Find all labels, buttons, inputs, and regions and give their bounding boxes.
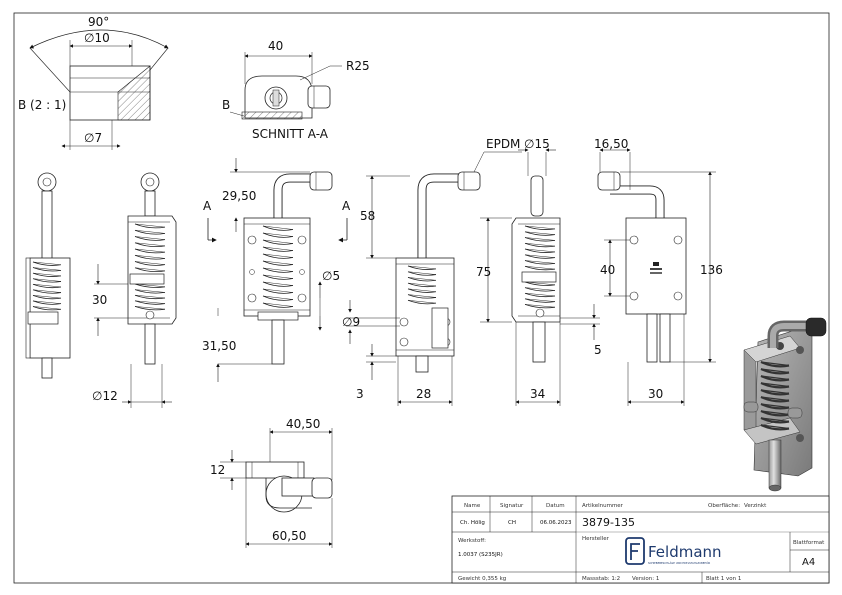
sheet-border xyxy=(13,12,830,584)
tb-blatt: Blatt 1 von 1 xyxy=(706,576,741,582)
front-dim-spring: 30 xyxy=(92,293,107,307)
logo-text: Feldmann xyxy=(648,543,722,561)
back-dim-top: 16,50 xyxy=(594,137,628,151)
section-view: 40 R25 B SCHNITT A-A xyxy=(222,39,370,141)
tb-gewicht: Gewicht 0,355 kg xyxy=(458,576,506,582)
tb-blattformat-value: A4 xyxy=(802,557,815,568)
tb-blattformat-label: Blattformat xyxy=(793,540,825,546)
detail-b-label: B (2 : 1) xyxy=(18,98,66,112)
front-view-b: A A 29,50 31,50 ∅5 xyxy=(202,158,351,382)
side-dim-offset: 3 xyxy=(356,387,364,401)
tb-oberflaeche-value: Verzinkt xyxy=(744,503,767,509)
side2-dim-dia: ∅15 xyxy=(524,137,550,151)
side-view-b: ∅15 75 34 5 xyxy=(476,137,602,406)
detail-b-dia-bottom: ∅7 xyxy=(84,131,102,145)
front-view-a: 30 ∅12 xyxy=(92,172,177,408)
back-view: 16,50 40 136 30 xyxy=(594,137,723,406)
tb-header-datum: Datum xyxy=(546,503,565,509)
section-radius: R25 xyxy=(346,59,370,73)
tb-row-name: Ch. Hölig xyxy=(460,520,485,526)
side-dim-width: 28 xyxy=(416,387,431,401)
bottom-view: 40,50 12 60,50 xyxy=(210,417,333,548)
tb-hersteller-label: Hersteller xyxy=(582,536,610,542)
section-label: SCHNITT A-A xyxy=(252,127,329,141)
detail-b-dia-top: ∅10 xyxy=(84,31,110,45)
iso-view xyxy=(743,317,827,492)
front-dim-top: 29,50 xyxy=(222,189,256,203)
section-mark-left: A xyxy=(203,199,212,213)
front-dim-bottom: 31,50 xyxy=(202,339,236,353)
title-block: Name Signatur Datum Artikelnummer Oberfl… xyxy=(451,495,830,584)
side-dim-hole: ∅9 xyxy=(342,315,360,329)
spring-coil-b xyxy=(262,225,294,308)
tb-row-datum: 06.06.2023 xyxy=(540,520,572,526)
feldmann-logo: Feldmann SCHIEBEBESCHLÄGE UND EDELSTAHLZ… xyxy=(625,537,722,565)
tb-header-artikelnummer: Artikelnummer xyxy=(582,503,624,509)
section-marker: B xyxy=(222,98,230,112)
side2-dim-offset: 5 xyxy=(594,343,602,357)
side2-dim-width: 34 xyxy=(530,387,545,401)
front-dim-dia-side: ∅5 xyxy=(322,269,340,283)
section-mark-right: A xyxy=(342,199,351,213)
tb-row-signatur: CH xyxy=(508,520,516,526)
left-side-view xyxy=(25,172,71,379)
side-dim-height: 58 xyxy=(360,209,375,223)
detail-b-view: 90° ∅10 ∅7 B (2 : 1) xyxy=(18,15,169,150)
side2-dim-height: 75 xyxy=(476,265,491,279)
side-view-a: EPDM 58 ∅9 3 28 xyxy=(342,137,522,406)
back-dim-width: 30 xyxy=(648,387,663,401)
spring-coil-c xyxy=(407,265,437,305)
tb-massstab: Massstab: 1:2 xyxy=(582,576,620,582)
tb-version: Version: 1 xyxy=(632,576,659,582)
bottom-dim-height: 12 xyxy=(210,463,225,477)
detail-b-angle: 90° xyxy=(88,15,109,29)
front-dim-dia-pin: ∅12 xyxy=(92,389,118,403)
bottom-dim-width: 60,50 xyxy=(272,529,306,543)
back-dim-total: 136 xyxy=(700,263,723,277)
tb-header-signatur: Signatur xyxy=(500,503,524,509)
tb-header-name: Name xyxy=(464,503,481,509)
back-dim-holes: 40 xyxy=(600,263,615,277)
spring-coil-iso xyxy=(760,360,790,431)
spring-coil-d xyxy=(524,225,556,309)
logo-sub: SCHIEBEBESCHLÄGE UND EDELSTAHLZUBEHÖR xyxy=(648,560,710,565)
tb-werkstoff-value: 1.0037 (S235JR) xyxy=(458,552,503,558)
side-material-label: EPDM xyxy=(486,137,520,151)
spring-coil-left xyxy=(32,261,62,311)
spring-coil-a xyxy=(134,223,166,311)
tb-artikelnummer: 3879-135 xyxy=(582,516,635,529)
bottom-dim-top: 40,50 xyxy=(286,417,320,431)
tb-header-oberflaeche: Oberfläche: xyxy=(708,503,740,509)
section-width: 40 xyxy=(268,39,283,53)
tb-werkstoff-label: Werkstoff: xyxy=(458,538,486,544)
